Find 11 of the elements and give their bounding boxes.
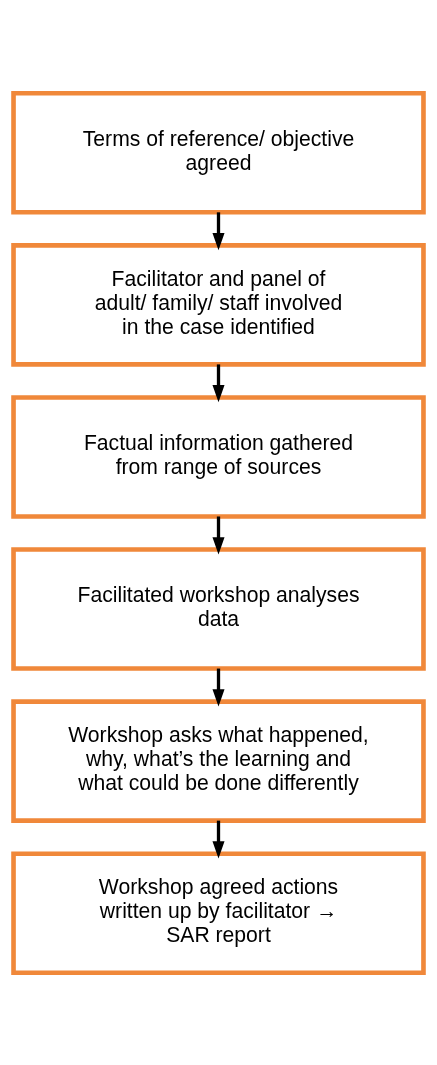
arrow: [212, 363, 225, 402]
node-box: Workshop agreed actions written up by facilitator → SAR report: [11, 850, 426, 975]
arrow: [212, 820, 225, 859]
arrow: [212, 211, 225, 250]
node-box: Factual information gathered from range of sources: [11, 394, 426, 519]
arrow: [212, 516, 225, 554]
node-box: Workshop asks what happened, why, what’s the learning and what could be done differently: [11, 698, 426, 823]
node-box: Terms of reference/ objective agreed: [11, 90, 426, 215]
node-box: Facilitated workshop analyses data: [11, 546, 426, 671]
node-box: Facilitator and panel of adult/ family/ staff involved in the case identified: [11, 242, 426, 367]
arrow: [212, 668, 225, 706]
